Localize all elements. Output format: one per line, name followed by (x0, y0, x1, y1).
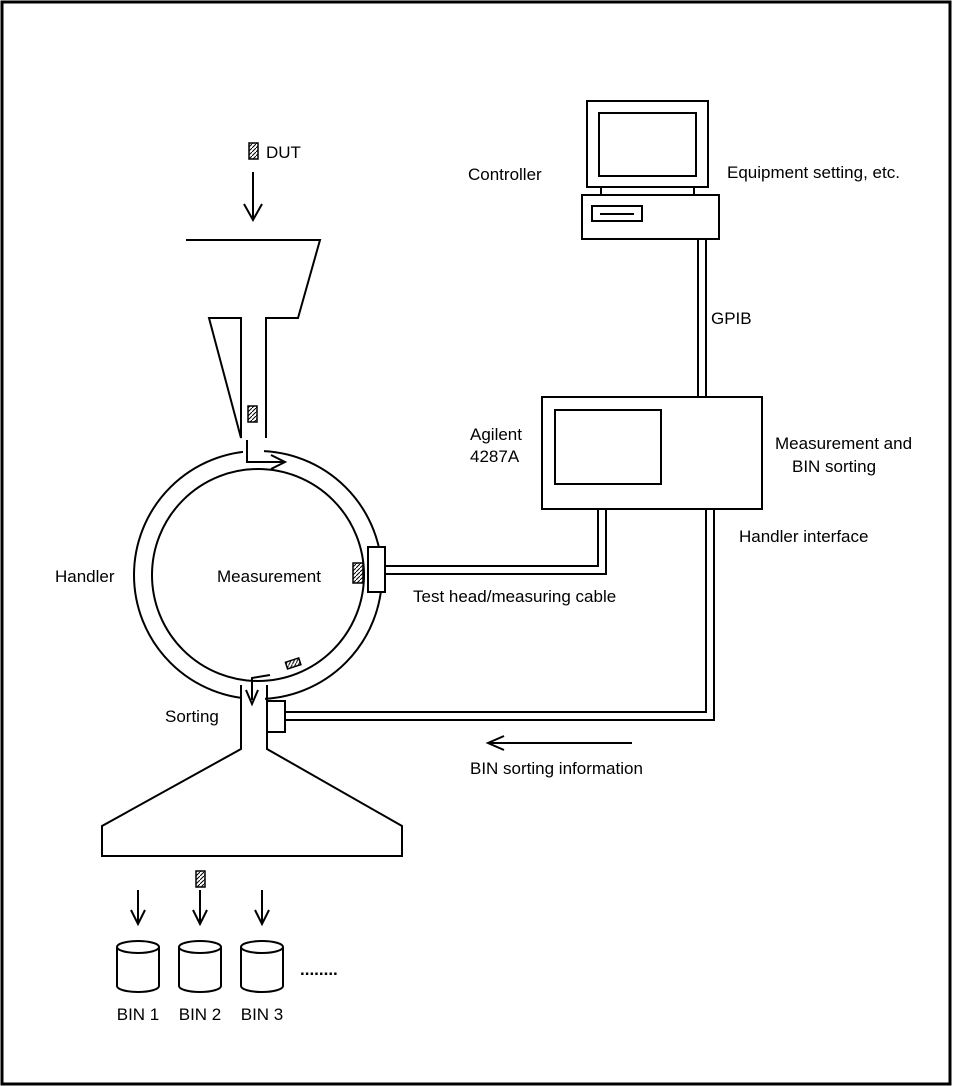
sorting-label: Sorting (165, 707, 219, 726)
test-head-connector (368, 547, 385, 592)
measurement-and-label: Measurement and (775, 434, 912, 453)
agilent-4287a-instrument (542, 397, 762, 509)
handler-label: Handler (55, 567, 115, 586)
gpib-label: GPIB (711, 309, 752, 328)
dut-at-measurement-icon (353, 563, 363, 583)
bin-3-arrow (255, 890, 269, 924)
bin-2-label: BIN 2 (179, 1005, 222, 1024)
bin-1-icon (117, 941, 159, 992)
bin-sorting-info-arrow (488, 736, 632, 750)
dut-in-chute-icon (248, 406, 257, 422)
controller-label: Controller (468, 165, 542, 184)
dut-down-arrow (244, 172, 262, 220)
more-bins-ellipsis: ........ (300, 960, 338, 979)
sorted-dut-icon (196, 871, 205, 887)
bin-3-icon (241, 941, 283, 992)
bin-2-icon (179, 941, 221, 992)
controller-computer-icon (582, 101, 719, 239)
dut-chip-icon (249, 143, 258, 159)
bin-sorting-info-label: BIN sorting information (470, 759, 643, 778)
output-chute-and-tray (102, 685, 402, 856)
bin-sorting-label: BIN sorting (792, 457, 876, 476)
test-head-cable (385, 509, 606, 574)
agilent-model-label: 4287A (470, 447, 520, 466)
dut-label: DUT (266, 143, 301, 162)
bin-1-arrow (131, 890, 145, 924)
agilent-label: Agilent (470, 425, 522, 444)
handler-interface-label: Handler interface (739, 527, 868, 546)
bin-3-label: BIN 3 (241, 1005, 284, 1024)
handler-interface-connector (267, 701, 285, 732)
gpib-cable (698, 239, 706, 397)
test-head-cable-label: Test head/measuring cable (413, 587, 616, 606)
bin-1-label: BIN 1 (117, 1005, 160, 1024)
measurement-label: Measurement (217, 567, 321, 586)
handler-interface-cable (285, 509, 714, 720)
bin-2-arrow (193, 890, 207, 924)
dut-to-sorting-icon (285, 658, 300, 669)
equipment-setting-label: Equipment setting, etc. (727, 163, 900, 182)
